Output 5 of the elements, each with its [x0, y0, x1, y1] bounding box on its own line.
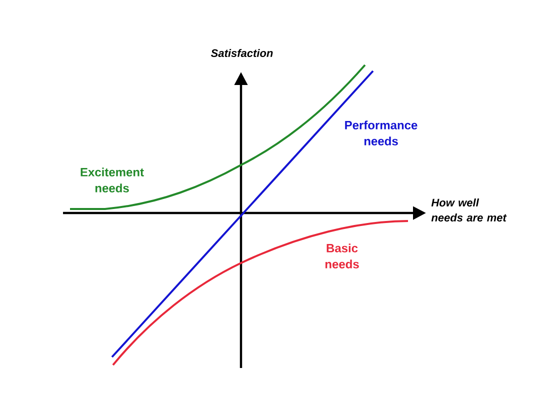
axis-label: How well needs are met: [431, 198, 507, 222]
curve-label: Basic needs: [325, 244, 359, 268]
curve-label: Excitement needs: [80, 168, 144, 192]
axis-label: Satisfaction: [210, 48, 273, 58]
curve-label: Performance needs: [345, 120, 418, 146]
